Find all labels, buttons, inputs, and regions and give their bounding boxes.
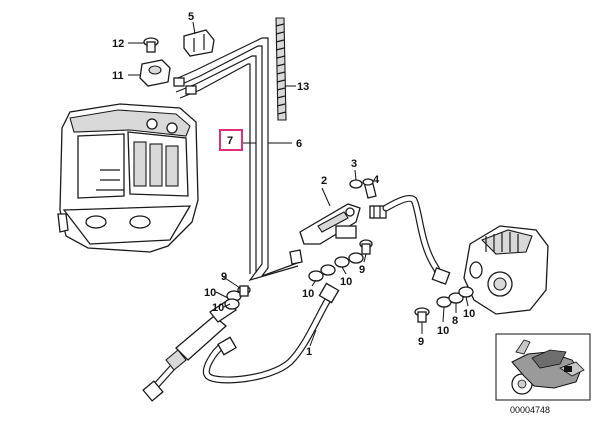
clamp-5 (183, 29, 215, 57)
callout-9: 9 (418, 336, 424, 348)
distributor-bracket-2 (289, 203, 361, 265)
callout-10: 10 (302, 288, 314, 300)
banjo-bolt-9-right (414, 307, 430, 323)
banjo-fitting-left (224, 285, 251, 310)
pipe-fittings-top (173, 77, 197, 95)
leader-lines-right (311, 253, 469, 334)
callout-1: 1 (306, 346, 312, 358)
callout-10: 10 (204, 287, 216, 299)
callout-2: 2 (321, 175, 327, 187)
callout-8: 8 (452, 315, 458, 327)
screw-12 (143, 37, 159, 53)
callout-6: 6 (296, 138, 302, 150)
inset-panel (495, 333, 591, 401)
callout-11: 11 (112, 70, 124, 82)
callout-10: 10 (340, 276, 352, 288)
highlight-box-7 (219, 129, 243, 151)
callout-9: 9 (221, 271, 227, 283)
rubber-mount-11 (139, 59, 171, 87)
leader-lines (128, 21, 357, 347)
motorcycle-icon (511, 339, 585, 395)
callout-3: 3 (351, 158, 357, 170)
banjo-bolt-9-mid (359, 239, 373, 255)
brake-hose-1 (203, 282, 340, 384)
callout-4: 4 (373, 174, 380, 186)
spiral-sleeve-13 (275, 17, 287, 121)
callout-10: 10 (437, 325, 449, 337)
document-number: 00004748 (510, 405, 550, 415)
abs-pressure-modulator (57, 103, 199, 253)
brake-hose-right (382, 194, 451, 285)
callout-12: 12 (112, 38, 124, 50)
callout-10: 10 (212, 302, 224, 314)
bolt-4 (362, 178, 377, 199)
callout-9: 9 (359, 264, 365, 276)
callout-10: 10 (463, 308, 475, 320)
callout-13: 13 (297, 81, 309, 93)
washers-bracket (308, 252, 364, 282)
banjo-fitting-right (369, 205, 387, 219)
callout-labels: 12 5 11 13 7 6 3 4 2 9 10 10 10 10 9 1 1… (112, 11, 475, 358)
washer-3 (349, 179, 363, 189)
callout-7: 7 (227, 135, 233, 147)
callout-5: 5 (188, 11, 194, 23)
washers-caliper (436, 286, 474, 308)
